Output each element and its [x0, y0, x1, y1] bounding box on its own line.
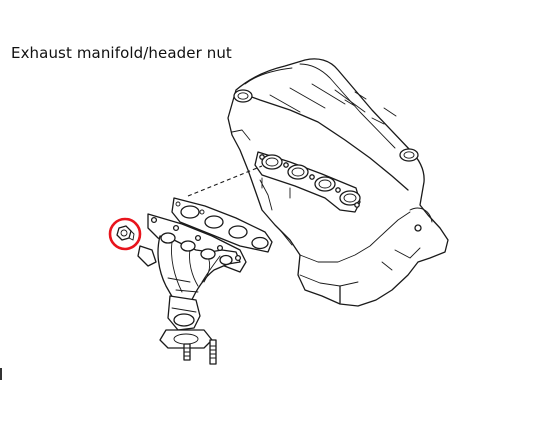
header-nut	[116, 225, 135, 241]
alignment-line	[187, 165, 263, 197]
edge-mark	[0, 368, 2, 380]
page-title: Exhaust manifold/header nut	[11, 44, 232, 62]
nut-highlight-circle	[108, 217, 142, 251]
exhaust-manifold-drawing	[137, 213, 247, 365]
manifold-gasket	[171, 197, 273, 253]
head-exhaust-ports	[254, 151, 361, 213]
